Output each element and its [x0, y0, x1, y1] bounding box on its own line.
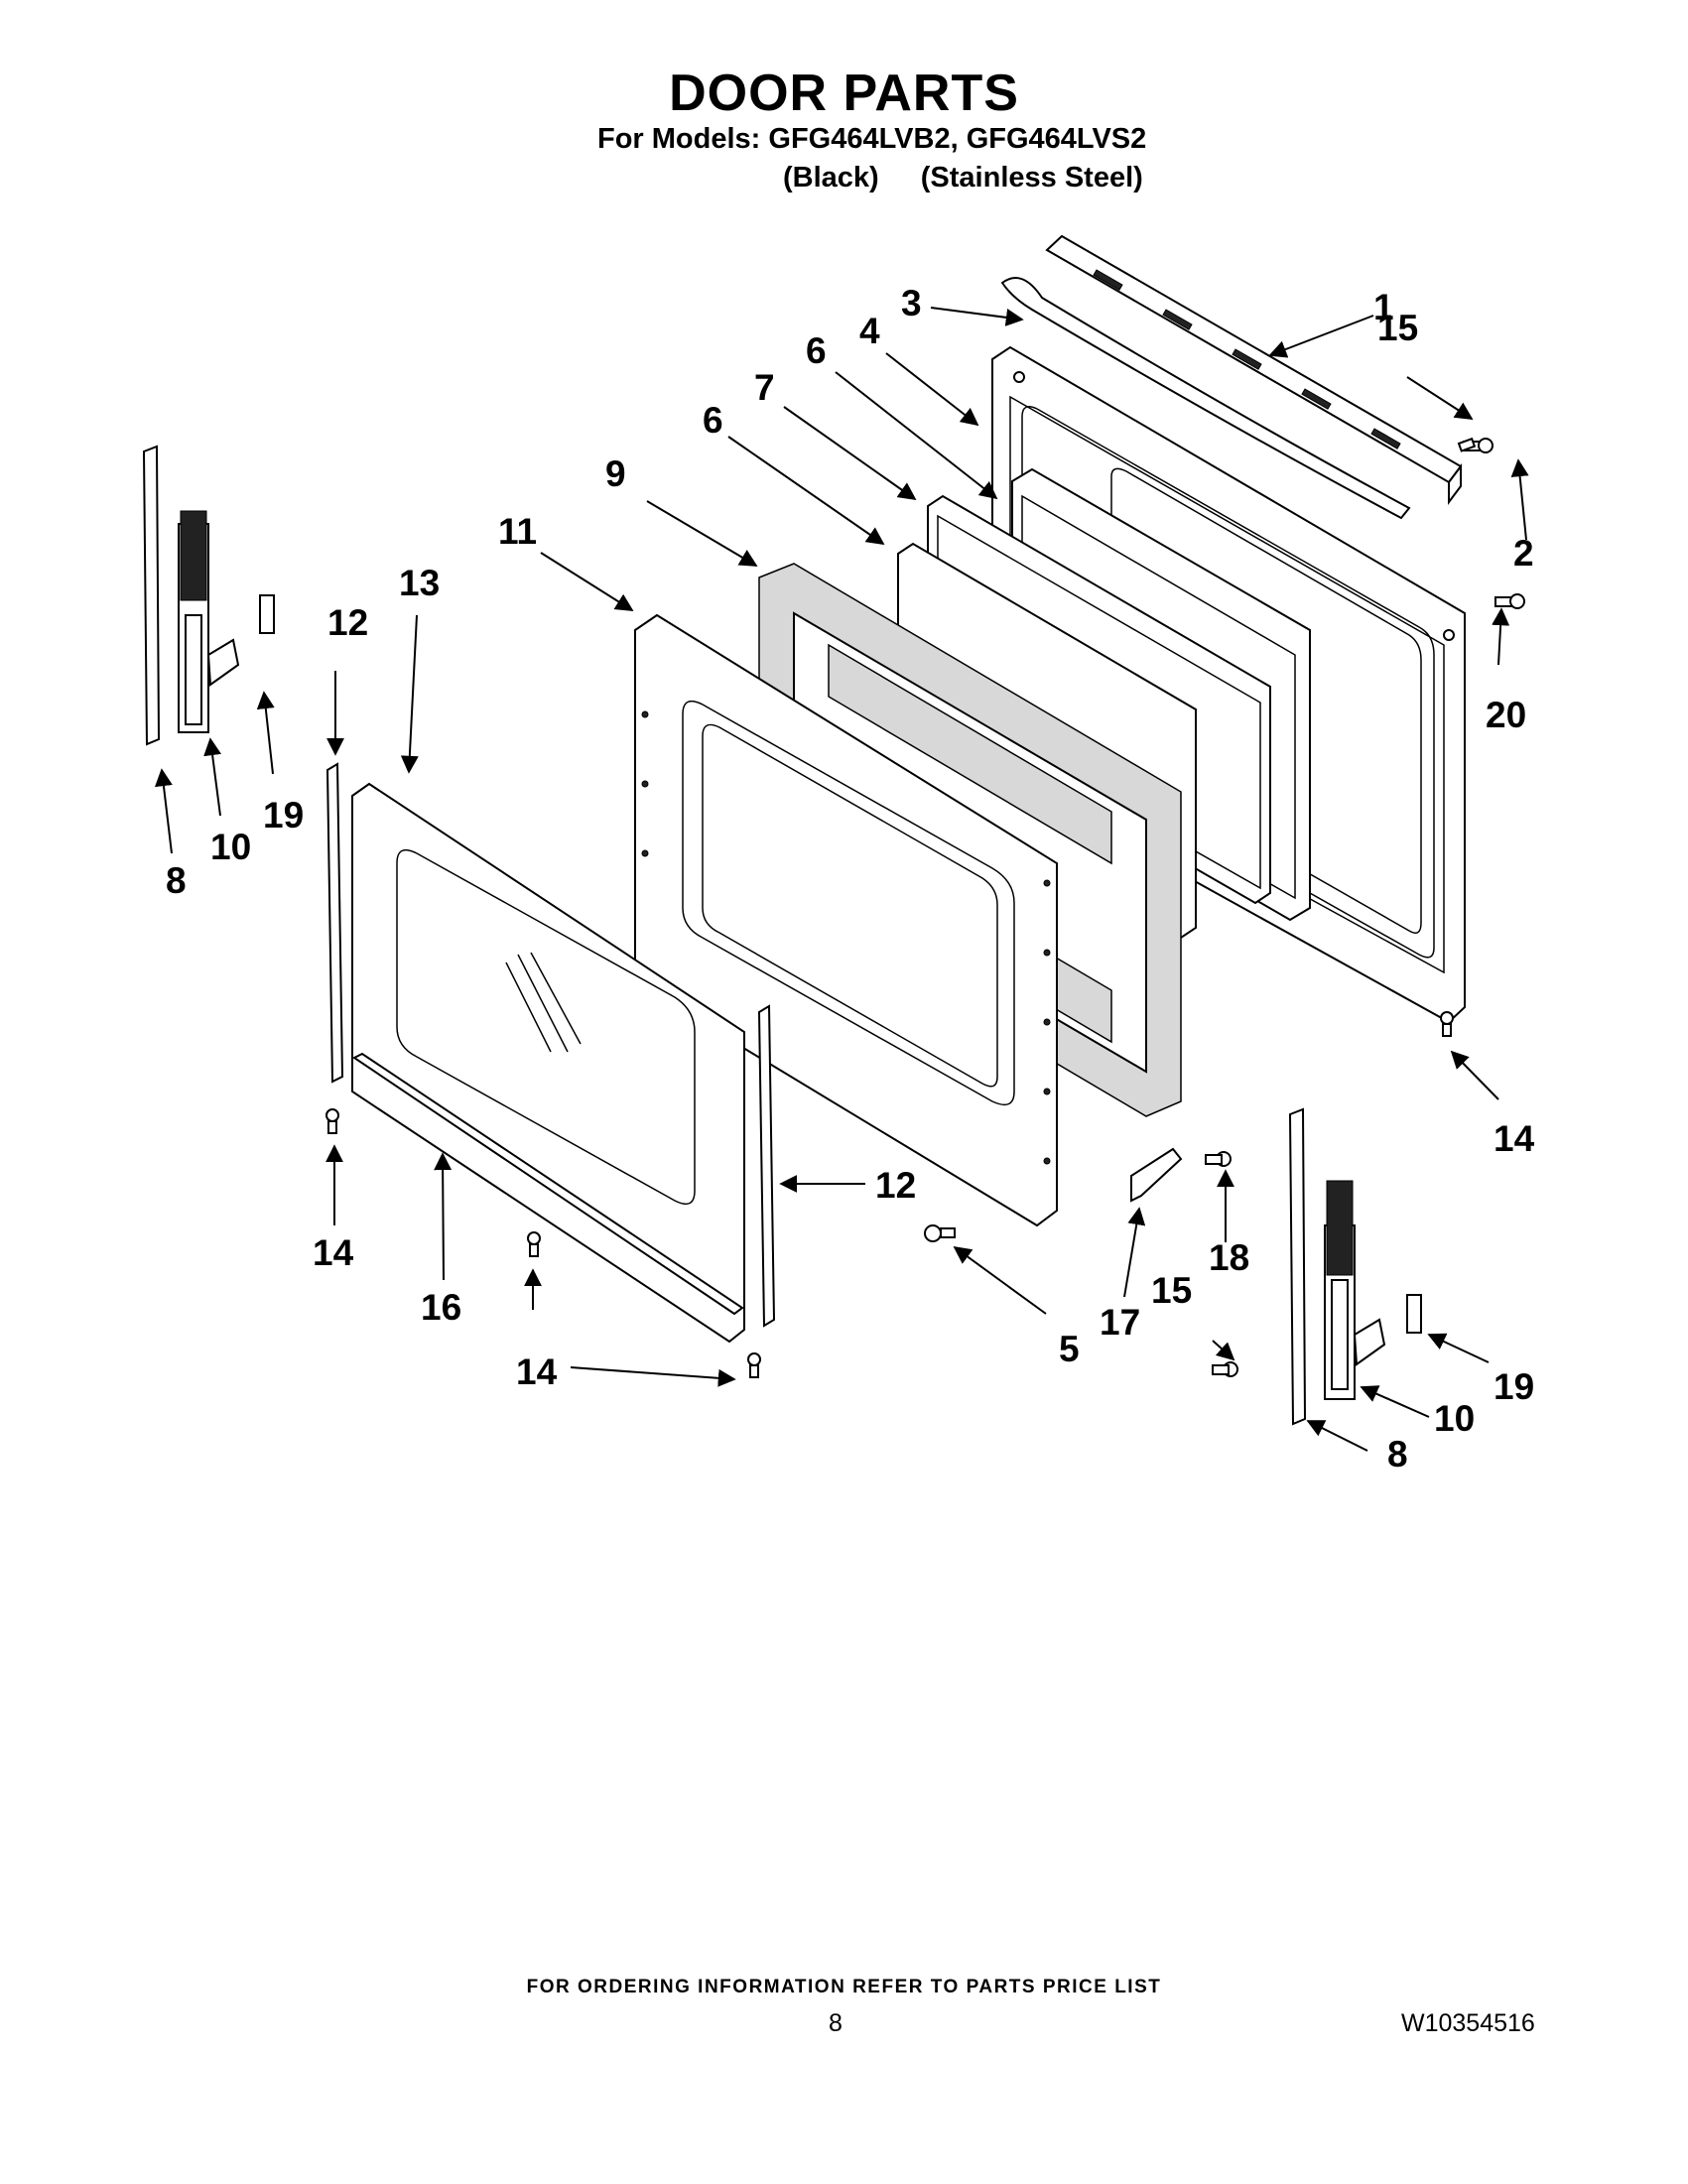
screw-icon [325, 1108, 339, 1134]
callout-17: 17 [1100, 1302, 1140, 1343]
callout-6-upper: 6 [806, 330, 827, 371]
side-trim-left [325, 762, 344, 1084]
page-title: DOOR PARTS [669, 64, 1019, 122]
callout-8-left: 8 [166, 860, 187, 901]
models-line: For Models: GFG464LVB2, GFG464LVS2 [597, 123, 1147, 155]
callout-11: 11 [498, 511, 537, 552]
screw-icon [1440, 1011, 1454, 1037]
callout-20: 20 [1486, 695, 1526, 735]
screw-icon [747, 1352, 761, 1378]
screw-icon [1494, 593, 1525, 609]
color-stainless-label: (Stainless Steel) [920, 162, 1143, 193]
screw-icon [527, 1231, 541, 1257]
callout-15-lower: 15 [1151, 1270, 1192, 1311]
page-number: 8 [829, 2009, 843, 2037]
screw-icon [1457, 437, 1477, 452]
side-trim-right [757, 1004, 776, 1328]
callout-19-left: 19 [263, 795, 304, 835]
callout-3: 3 [901, 283, 922, 323]
callout-19-right: 19 [1493, 1366, 1534, 1407]
callout-2: 2 [1513, 533, 1534, 574]
callout-1: 1 [1373, 287, 1394, 327]
callout-7: 7 [754, 367, 775, 408]
callout-labels: 1 2 3 4 5 6 6 7 8 8 9 10 10 11 12 12 13 … [166, 283, 1535, 1475]
callout-14-right: 14 [1493, 1118, 1535, 1159]
bottom-trim-part [352, 1052, 744, 1316]
front-door-glass [351, 782, 745, 1344]
screws [325, 437, 1525, 1378]
callout-13: 13 [399, 563, 440, 603]
screw-icon [1205, 1151, 1232, 1167]
ordering-note: FOR ORDERING INFORMATION REFER TO PARTS … [526, 1977, 1162, 1997]
callout-5: 5 [1059, 1329, 1080, 1369]
bracket-part [1130, 1147, 1183, 1203]
callout-12-right: 12 [875, 1165, 916, 1206]
callout-9: 9 [605, 453, 626, 494]
callout-18: 18 [1209, 1237, 1249, 1278]
callout-12-left: 12 [327, 602, 368, 643]
callout-10-right: 10 [1434, 1398, 1475, 1439]
callout-6-lower: 6 [703, 400, 723, 441]
leader-arrows [154, 307, 1529, 1452]
callout-16: 16 [421, 1287, 461, 1328]
vent-trim-part [1045, 234, 1463, 505]
color-black-label: (Black) [783, 162, 879, 193]
callout-4: 4 [859, 311, 880, 351]
callout-14-bottom: 14 [516, 1351, 558, 1392]
color-line: (Black) (Stainless Steel) [783, 162, 1143, 194]
callout-15-upper: 15 [1377, 308, 1418, 348]
hinge-assembly-left [142, 445, 275, 746]
callout-10-left: 10 [210, 827, 251, 867]
screw-icon [924, 1224, 956, 1242]
handle-part [1000, 277, 1411, 520]
screw-icon [1212, 1361, 1238, 1377]
callout-8-right: 8 [1387, 1434, 1408, 1475]
callout-14-left: 14 [313, 1232, 354, 1273]
document-number: W10354516 [1401, 2009, 1535, 2037]
hinge-assembly-right [1288, 1107, 1422, 1426]
